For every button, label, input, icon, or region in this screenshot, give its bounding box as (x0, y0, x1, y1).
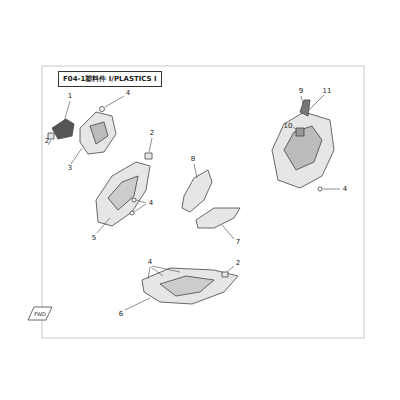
part-3-detail (90, 122, 108, 144)
callout-number: 9 (299, 87, 303, 95)
callout-number: 10 (284, 122, 293, 130)
callout-number: 4 (148, 258, 152, 266)
part-assembly (272, 112, 334, 188)
callout-number: 2 (236, 259, 240, 267)
callout-number: 4 (343, 185, 347, 193)
fwd-text: FWD (34, 311, 46, 317)
callout-number: 5 (92, 234, 96, 242)
callout-number: 7 (236, 238, 240, 246)
title-box: F04-1塑料件 I/PLASTICS I (58, 71, 162, 87)
part-1 (52, 119, 74, 139)
callout-number: 2 (150, 129, 154, 137)
part-9 (300, 100, 310, 116)
callout-number: 4 (126, 89, 130, 97)
callout-number: 8 (191, 155, 195, 163)
callout-number: 4 (149, 199, 153, 207)
part-6 (142, 268, 238, 304)
fwd-icon (28, 307, 52, 320)
title-text: F04-1塑料件 I/PLASTICS I (63, 74, 157, 84)
callout-number: 1 (68, 92, 72, 100)
clip (145, 153, 152, 159)
part-3 (80, 112, 116, 154)
leader-lines (48, 95, 340, 310)
callout-number: 11 (323, 87, 332, 95)
assembly-detail (284, 126, 322, 170)
callout-number: 6 (119, 310, 123, 318)
screw (130, 211, 134, 215)
frame (42, 66, 364, 338)
screw (100, 107, 105, 112)
part-5 (96, 162, 150, 226)
callout-number: 3 (68, 164, 72, 172)
clip (222, 272, 228, 277)
screw (318, 187, 322, 191)
screw (132, 198, 136, 202)
callout-number: 2 (45, 137, 49, 145)
part-6-detail (160, 276, 214, 296)
part-8 (182, 170, 212, 212)
part-10 (296, 128, 304, 136)
part-7 (196, 208, 240, 228)
part-5-detail (108, 176, 138, 210)
